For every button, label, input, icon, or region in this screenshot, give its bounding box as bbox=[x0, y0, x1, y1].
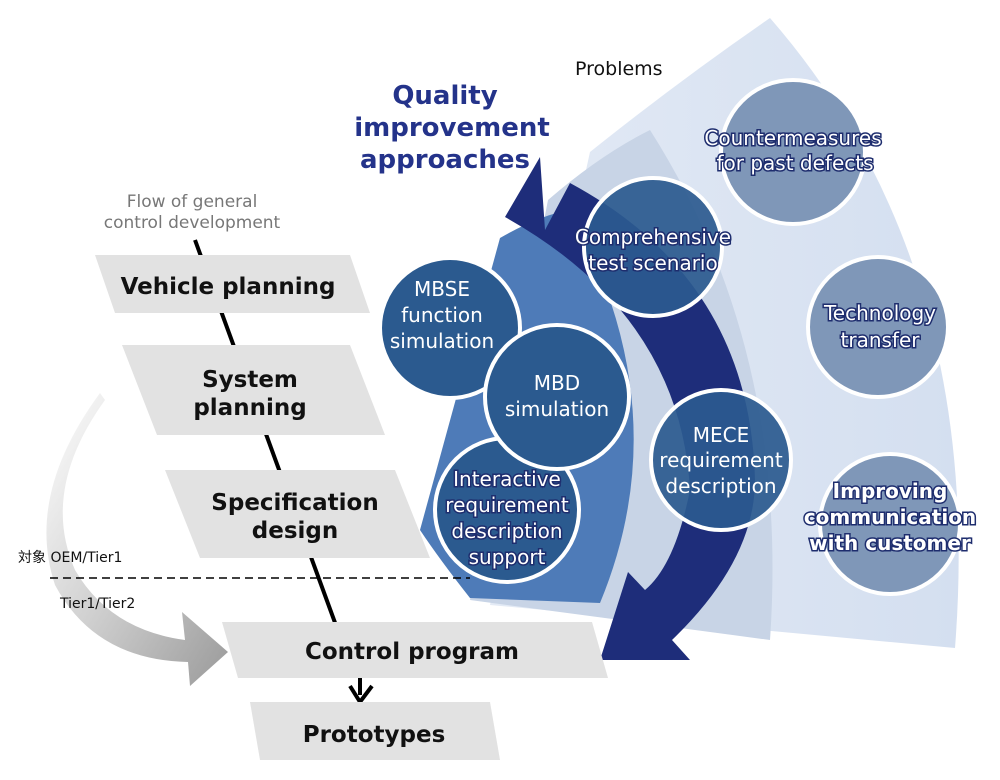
approach-mbse: MBSE function simulation bbox=[378, 256, 522, 400]
circle-label-line2: requirement bbox=[659, 448, 783, 472]
step-vehicle-planning: Vehicle planning bbox=[95, 255, 370, 313]
flow-label-line2: control development bbox=[104, 213, 281, 233]
step-control-program: Control program bbox=[222, 622, 608, 678]
circle-label-line2: function bbox=[401, 303, 483, 327]
circle-label-line1: Interactive bbox=[453, 467, 561, 491]
quality-title-line2: improvement bbox=[354, 113, 550, 143]
circle-label-line2: simulation bbox=[505, 397, 609, 421]
circle-label-line1: MBSE bbox=[414, 277, 470, 301]
problem-countermeasures: Countermeasures for past defects bbox=[703, 78, 883, 226]
circle-label-line2: test scenario bbox=[588, 251, 717, 275]
step-prototypes: Prototypes bbox=[250, 702, 500, 760]
step-label-line2: planning bbox=[193, 395, 306, 421]
quality-improvement-arrow bbox=[505, 157, 755, 660]
approach-mece: MECE requirement description bbox=[649, 388, 793, 532]
approach-mbd: MBD simulation bbox=[483, 323, 631, 471]
step-specification-design: Specification design bbox=[165, 470, 430, 558]
tier-feedback-arrow bbox=[46, 393, 228, 686]
step-label: Control program bbox=[305, 639, 519, 665]
quality-title-line1: Quality bbox=[392, 81, 497, 111]
circle-label-line4: support bbox=[469, 545, 546, 569]
flow-label-line1: Flow of general bbox=[127, 192, 258, 212]
quality-title-line3: approaches bbox=[360, 145, 530, 175]
step-system-planning: System planning bbox=[122, 345, 385, 435]
circle-label-line3: with customer bbox=[809, 531, 971, 555]
circle-label-line1: Improving bbox=[833, 479, 948, 503]
circle-label-line2: requirement bbox=[445, 493, 569, 517]
circle-label-line1: Comprehensive bbox=[575, 225, 731, 249]
step-label: Vehicle planning bbox=[121, 274, 336, 300]
circle-label-line2: for past defects bbox=[716, 151, 873, 175]
step-label-line2: design bbox=[252, 518, 338, 544]
approach-comprehensive-test-scenario: Comprehensive test scenario bbox=[573, 176, 733, 318]
boundary-upper-label: 対象 OEM/Tier1 bbox=[18, 550, 122, 566]
circle-label-line1: MECE bbox=[693, 423, 750, 447]
circle-label-line2: transfer bbox=[841, 328, 921, 352]
boundary-lower-label: Tier1/Tier2 bbox=[59, 596, 135, 612]
circle-label-line1: Countermeasures bbox=[704, 126, 881, 150]
circle-label-line3: description bbox=[451, 519, 562, 543]
circle-label-line1: MBD bbox=[534, 371, 580, 395]
circle-label-line3: simulation bbox=[390, 329, 494, 353]
approach-interactive-requirement: Interactive requirement description supp… bbox=[433, 436, 581, 584]
circle-label-line1: Technology bbox=[823, 301, 936, 325]
circle-label-line3: description bbox=[665, 474, 776, 498]
step-label-line1: System bbox=[202, 367, 298, 393]
problem-communication: Improving communication with customer bbox=[802, 452, 978, 596]
step-label: Prototypes bbox=[303, 722, 446, 748]
problem-technology-transfer: Technology transfer bbox=[806, 255, 950, 399]
circle-label-line2: communication bbox=[804, 505, 976, 529]
step-label-line1: Specification bbox=[211, 490, 378, 516]
problems-title: Problems bbox=[575, 58, 663, 80]
